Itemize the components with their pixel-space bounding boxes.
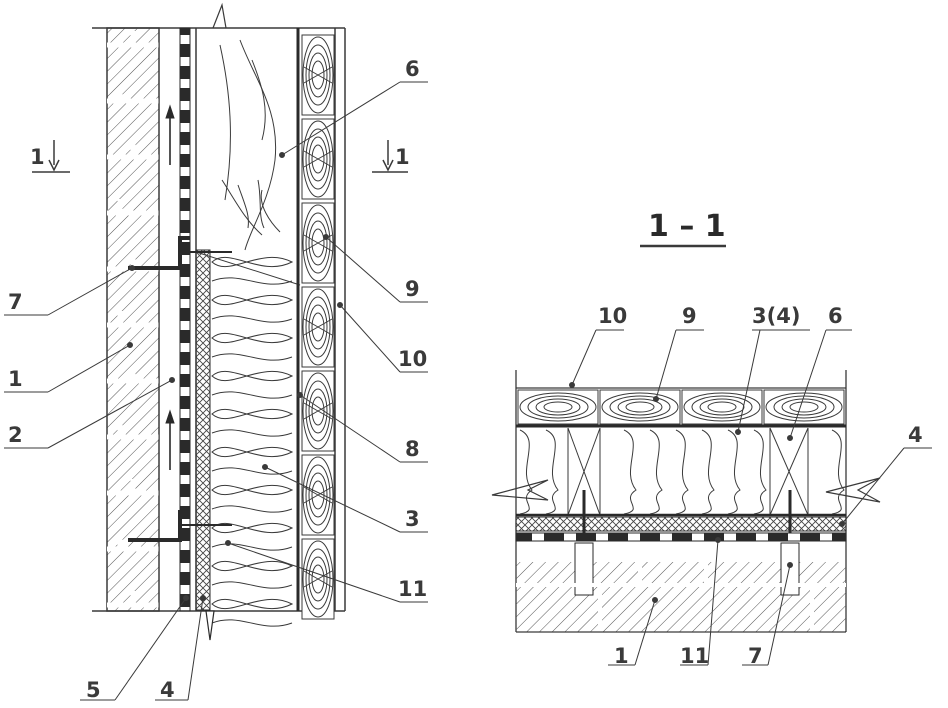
wind-membrane [179, 27, 191, 612]
section-mark-left: 1 [30, 140, 70, 173]
label-9: 9 [682, 304, 697, 328]
label-11: 11 [398, 577, 427, 601]
section-mark-number: 1 [30, 145, 45, 169]
label-4: 4 [160, 678, 175, 702]
label-6: 6 [405, 57, 420, 81]
labels-right: 10 9 3(4) 6 4 1 11 7 [598, 304, 923, 668]
label-1: 1 [614, 644, 629, 668]
brick-rows [516, 542, 846, 633]
label-4: 4 [908, 423, 923, 447]
section-mark-number: 1 [395, 145, 410, 169]
label-5: 5 [86, 678, 101, 702]
label-7: 7 [8, 290, 23, 314]
air-flow-arrows [165, 104, 175, 470]
label-8: 8 [405, 437, 420, 461]
label-10: 10 [398, 347, 427, 371]
mesh-layer [195, 249, 211, 611]
mineral-wool-insulation [195, 251, 301, 627]
label-10: 10 [598, 304, 627, 328]
label-7: 7 [748, 644, 763, 668]
label-3-4: 3(4) [752, 304, 800, 328]
fastening-brackets [128, 236, 232, 542]
label-11: 11 [680, 644, 709, 668]
vertical-section-view: 1 1 6 7 1 2 [4, 2, 428, 702]
label-6: 6 [828, 304, 843, 328]
fibre-board-row [517, 389, 845, 425]
leader-lines-right [569, 329, 932, 666]
label-3: 3 [405, 507, 420, 531]
brick-wall [106, 27, 160, 612]
section-title: 1 – 1 [648, 209, 726, 244]
horizontal-section-view: 1 – 1 [491, 209, 932, 668]
insulation-row [519, 429, 845, 515]
label-9: 9 [405, 277, 420, 301]
leader-lines-left [4, 81, 428, 701]
section-mark-right: 1 [372, 140, 410, 173]
cross-braces [567, 427, 809, 516]
brackets-right [582, 490, 792, 533]
labels-left: 6 7 1 2 9 10 8 3 11 5 4 [8, 57, 427, 702]
label-2: 2 [8, 423, 23, 447]
fibre-board-panels [301, 34, 335, 620]
label-1: 1 [8, 367, 23, 391]
